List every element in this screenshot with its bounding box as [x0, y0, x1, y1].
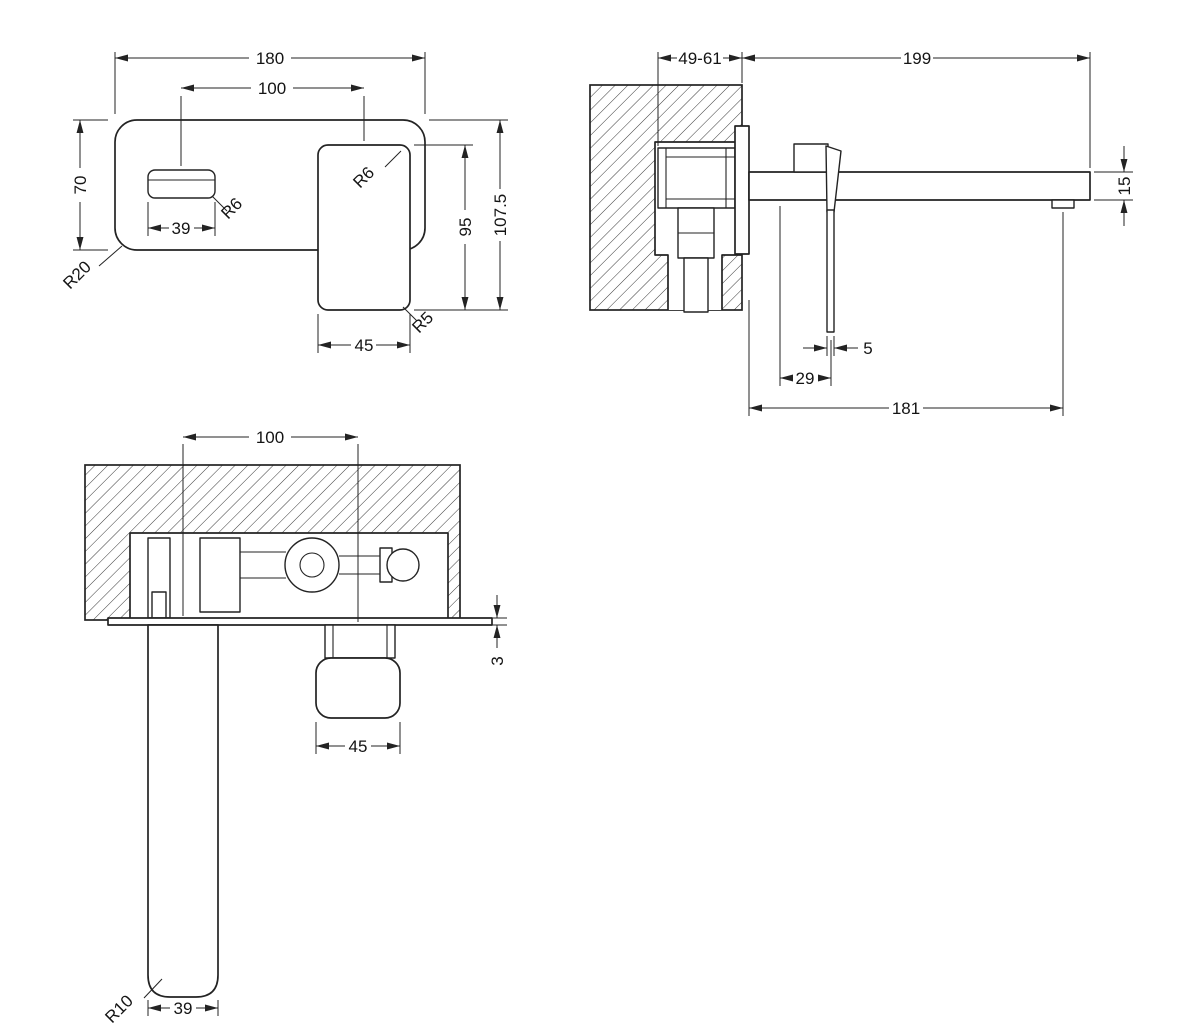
- dim-plan-handle-width: 45: [349, 737, 368, 756]
- dim-front-plate-radius: R20: [59, 257, 94, 292]
- plan-view: 100 3 45 39 R10: [84, 428, 507, 1027]
- leader-spout-plan-radius: [143, 978, 163, 999]
- leader-plate-radius: [98, 245, 123, 267]
- wall-plan-recess-edge: [129, 532, 449, 620]
- dim-plan-spout-radius: R10: [101, 991, 136, 1026]
- spout-plan-profile: [147, 624, 219, 998]
- dim-front-overall-height: 107.5: [491, 194, 510, 237]
- dim-side-lower-projection: 181: [892, 399, 920, 418]
- dim-front-plate-width: 180: [256, 49, 284, 68]
- cartridge-housing: [793, 143, 829, 173]
- wall-recess-edge-right: [721, 254, 742, 310]
- dim-side-lever-offset: 29: [796, 369, 815, 388]
- dim-side-wall-thickness: 49-61: [678, 49, 721, 68]
- plate-edge-section: [734, 125, 750, 255]
- leader-spout-radius: [211, 195, 228, 212]
- handle-neck-plan: [324, 624, 396, 659]
- handle-lever-plan: [315, 657, 401, 719]
- dim-front-spout-width: 39: [172, 219, 191, 238]
- spout-outlet: [147, 169, 216, 199]
- valve-plan-internals: [147, 537, 420, 619]
- lever-shaft: [826, 209, 835, 333]
- dim-plan-hole-centres: 100: [256, 428, 284, 447]
- dim-front-plate-height: 70: [71, 176, 90, 195]
- dim-plan-spout-width: 39: [174, 999, 193, 1018]
- aerator: [1051, 199, 1075, 209]
- dim-front-handle-bottom-radius: R5: [408, 308, 437, 337]
- plate-plan-edge: [107, 617, 493, 626]
- dim-front-handle-height: 95: [456, 218, 475, 237]
- dim-side-spout-projection: 199: [903, 49, 931, 68]
- spout-side-profile: [748, 171, 1091, 201]
- dim-side-spout-height: 15: [1115, 177, 1134, 196]
- handle-outline: [317, 144, 411, 311]
- dim-front-hole-centres: 100: [258, 79, 286, 98]
- supply-connection-lower: [683, 257, 709, 313]
- side-view: 49-61 199 15 5 29 181: [589, 49, 1134, 418]
- wall-recess-edge-left: [654, 141, 742, 310]
- dim-front-handle-width: 45: [355, 336, 374, 355]
- dim-side-lever-thickness: 5: [863, 339, 872, 358]
- dim-plan-plate-thickness: 3: [488, 656, 507, 665]
- leader-handle-top-radius: [384, 150, 402, 168]
- front-view: 180 100 70 39 95 107.5 45 R6 R20 R6 R5: [59, 49, 510, 355]
- leader-handle-bottom-radius: [402, 306, 418, 322]
